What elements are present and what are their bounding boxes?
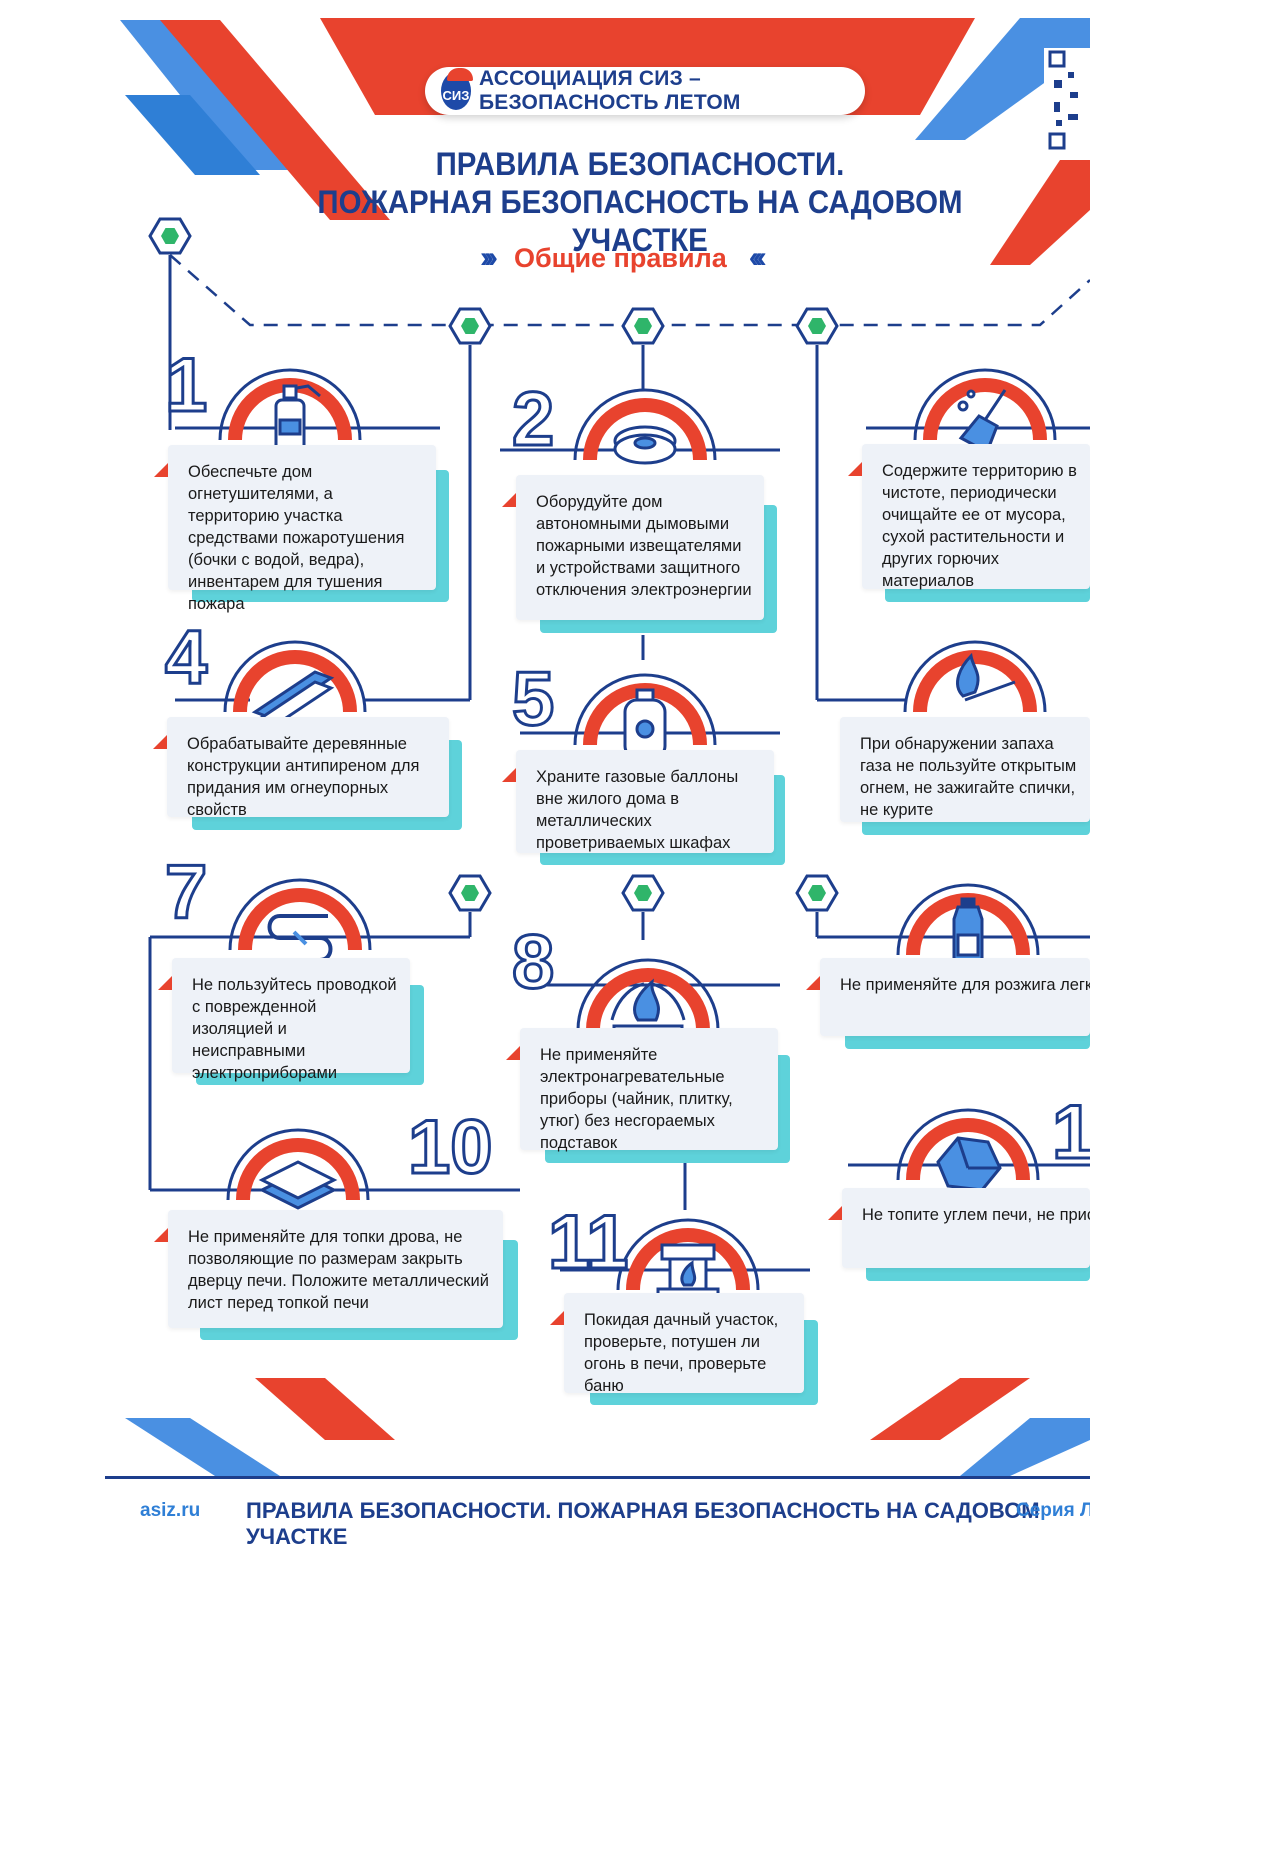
metal-sheet-icon bbox=[258, 1160, 338, 1210]
rule-card-9: Не применяйте для розжига легковоспламен… bbox=[806, 958, 1090, 1036]
rule-number-8: 8 bbox=[510, 920, 555, 1005]
stripe-red-bottom-right bbox=[870, 1378, 1030, 1440]
stripe-blue-bottom-left bbox=[125, 1418, 280, 1476]
broom-icon bbox=[957, 389, 1007, 455]
rule-number-2: 2 bbox=[510, 377, 555, 462]
footer-title: ПРАВИЛА БЕЗОПАСНОСТИ. ПОЖАРНАЯ БЕЗОПАСНО… bbox=[246, 1498, 1040, 1549]
rule-number-1: 1 bbox=[163, 343, 208, 428]
card-marker bbox=[154, 463, 168, 477]
smoke-detector-icon bbox=[613, 425, 677, 465]
damaged-wire-icon bbox=[267, 914, 333, 962]
card-marker bbox=[828, 1206, 842, 1220]
rule-number-5: 5 bbox=[510, 657, 555, 742]
rule-card-7: Не пользуйтесь проводкой с поврежденной … bbox=[158, 958, 410, 1082]
rule-number-4: 4 bbox=[163, 615, 208, 700]
page-title: ПРАВИЛА БЕЗОПАСНОСТИ. ПОЖАРНАЯ БЕЗОПАСНО… bbox=[272, 145, 1008, 259]
helmet-icon bbox=[447, 68, 473, 81]
connector-nodes bbox=[148, 217, 839, 912]
burning-match-icon bbox=[956, 652, 1016, 702]
rule-card-2: Оборудуйте дом автономными дымовыми пожа… bbox=[502, 475, 764, 620]
card-marker bbox=[848, 462, 862, 476]
rule-card-4: Обрабатывайте деревянные конструкции ант… bbox=[153, 717, 449, 819]
siz-logo: СИЗ bbox=[441, 68, 473, 110]
rule-number-7: 7 bbox=[163, 850, 208, 935]
card-marker bbox=[502, 768, 516, 782]
poster: СИЗ АССОЦИАЦИЯ СИЗ – БЕЗОПАСНОСТЬ ЛЕТОМ … bbox=[105, 18, 1090, 1549]
stripe-blue-bottom-right bbox=[960, 1418, 1090, 1476]
rule-card-5: Храните газовые баллоны вне жилого дома … bbox=[502, 750, 774, 853]
rule-number-12: 12 bbox=[1051, 1090, 1090, 1175]
rule-number-10: 10 bbox=[407, 1105, 495, 1190]
card-marker bbox=[826, 735, 840, 749]
footer-site-link[interactable]: asiz.ru bbox=[140, 1500, 201, 1521]
card-marker bbox=[153, 735, 167, 749]
rule-text-11: Покидая дачный участок, проверьте, потуш… bbox=[584, 1311, 779, 1395]
association-name: АССОЦИАЦИЯ СИЗ – БЕЗОПАСНОСТЬ ЛЕТОМ bbox=[478, 67, 741, 114]
rule-text-8: Не применяйте электронагревательные приб… bbox=[540, 1046, 733, 1152]
rule-text-9: Не применяйте для розжига легковоспламен… bbox=[840, 976, 1090, 994]
rule-card-3: Содержите территорию в чистоте, периодич… bbox=[848, 444, 1090, 590]
rule-card-8: Не применяйте электронагревательные приб… bbox=[506, 1028, 778, 1152]
card-marker bbox=[154, 1228, 168, 1242]
gas-cylinder-icon bbox=[623, 688, 667, 760]
coal-icon bbox=[936, 1136, 1002, 1192]
rule-text-7: Не пользуйтесь проводкой с поврежденной … bbox=[192, 976, 397, 1082]
section-heading: ››› Общие правила ‹‹‹ bbox=[480, 238, 767, 278]
dashed-connector bbox=[169, 254, 1090, 327]
rule-text-5: Храните газовые баллоны вне жилого дома … bbox=[536, 768, 739, 852]
association-badge: СИЗ АССОЦИАЦИЯ СИЗ – БЕЗОПАСНОСТЬ ЛЕТОМ bbox=[425, 67, 865, 115]
rule-text-10: Не применяйте для топки дрова, не позвол… bbox=[188, 1228, 489, 1312]
card-marker bbox=[158, 976, 172, 990]
section-title: Общие правила bbox=[513, 242, 727, 273]
stripe-blue-small-left bbox=[125, 95, 260, 175]
logo-text: СИЗ bbox=[442, 87, 470, 103]
rule-card-11: Покидая дачный участок, проверьте, потуш… bbox=[550, 1293, 804, 1395]
card-marker bbox=[502, 493, 516, 507]
rule-text-1: Обеспечьте дом огнетушителями, а террито… bbox=[188, 463, 405, 613]
stripe-red-bottom-left bbox=[255, 1378, 395, 1440]
rule-text-12: Не топите углем печи, не приспособленные… bbox=[862, 1206, 1090, 1224]
flammable-bottle-icon bbox=[952, 897, 984, 969]
footer-series: Серия Л bbox=[1016, 1500, 1090, 1521]
card-marker bbox=[506, 1046, 520, 1060]
title-line-2: ПОЖАРНАЯ БЕЗОПАСНОСТЬ НА САДОВОМ УЧАСТКЕ bbox=[317, 184, 963, 258]
rule-text-6: При обнаружении запаха газа не пользуйте… bbox=[860, 735, 1077, 819]
footer-divider bbox=[105, 1476, 1090, 1479]
qr-code bbox=[1044, 48, 1090, 156]
card-marker bbox=[550, 1311, 564, 1325]
rule-card-6: При обнаружении запаха газа не пользуйте… bbox=[840, 717, 1090, 822]
rule-card-10: Не применяйте для топки дрова, не позвол… bbox=[154, 1210, 503, 1328]
chevron-right-icon: ››› bbox=[480, 241, 498, 274]
rule-text-4: Обрабатывайте деревянные конструкции ант… bbox=[187, 735, 420, 819]
card-marker bbox=[806, 976, 820, 990]
rule-card-12: Не топите углем печи, не приспособленные… bbox=[828, 1188, 1090, 1268]
stripe-red-top-left bbox=[160, 20, 390, 220]
rule-number-11: 11 bbox=[546, 1200, 629, 1285]
fire-extinguisher-icon bbox=[274, 384, 321, 454]
chevron-left-icon: ‹‹‹ bbox=[748, 241, 767, 274]
stripe-red-right bbox=[990, 160, 1090, 265]
rule-text-3: Содержите территорию в чистоте, периодич… bbox=[882, 462, 1077, 590]
title-line-1: ПРАВИЛА БЕЗОПАСНОСТИ. bbox=[435, 146, 845, 182]
rule-text-2: Оборудуйте дом автономными дымовыми пожа… bbox=[536, 493, 752, 599]
rule-card-1: Обеспечьте дом огнетушителями, а террито… bbox=[154, 445, 436, 613]
